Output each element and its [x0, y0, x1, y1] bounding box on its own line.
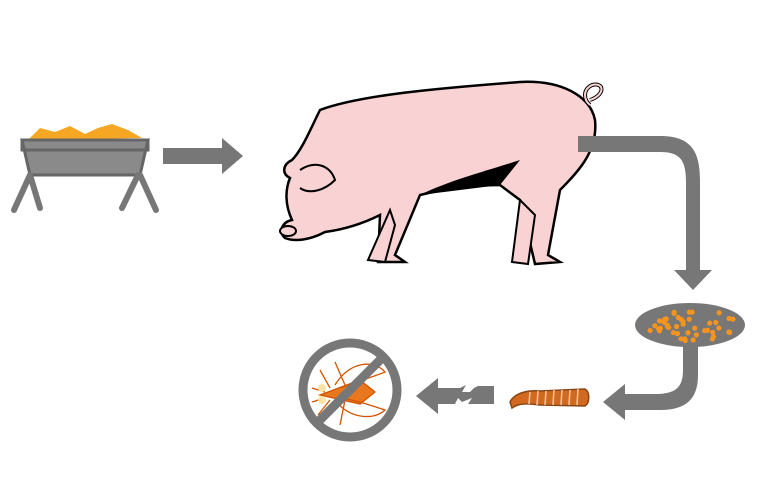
dish-dot	[726, 315, 732, 322]
curved-arrow-icon	[578, 136, 712, 290]
no-fly-icon	[298, 338, 402, 442]
dish-dot	[730, 316, 736, 322]
feed-trough-icon	[11, 124, 159, 213]
dish-dot	[710, 329, 716, 335]
dish-dot	[716, 325, 722, 331]
dish-dot	[727, 329, 733, 335]
dish-dot	[692, 325, 698, 331]
dish-dot	[713, 319, 719, 326]
dish-dot	[657, 325, 663, 331]
dish-dot	[690, 337, 696, 343]
dish-dot	[710, 333, 717, 340]
dish-dot	[674, 330, 681, 337]
dish-dot	[663, 316, 669, 322]
dish-dot	[673, 323, 680, 330]
dish-dot	[686, 316, 692, 322]
dish-dot	[671, 309, 677, 315]
manure-dish-icon	[635, 303, 745, 347]
dish-dot	[647, 327, 653, 334]
dish-dot	[652, 323, 658, 329]
dish-dot	[678, 336, 684, 342]
arrow-right-icon	[163, 138, 243, 174]
dish-dot	[664, 323, 671, 330]
broken-arrow-icon	[416, 378, 494, 414]
dish-dot	[682, 337, 688, 344]
dish-dot	[702, 328, 708, 334]
dish-dot	[716, 310, 722, 316]
dish-dot	[675, 314, 681, 321]
dish-dot	[707, 320, 713, 326]
dish-dot	[656, 318, 663, 324]
curved-arrow-left-icon	[603, 345, 698, 420]
dish-dot	[680, 321, 686, 327]
dish-dot	[693, 332, 700, 338]
dish-dot	[685, 330, 691, 336]
larva-icon	[509, 388, 590, 410]
dish-dot	[686, 309, 692, 315]
pig-icon	[279, 80, 604, 266]
dish-dot	[670, 329, 677, 336]
